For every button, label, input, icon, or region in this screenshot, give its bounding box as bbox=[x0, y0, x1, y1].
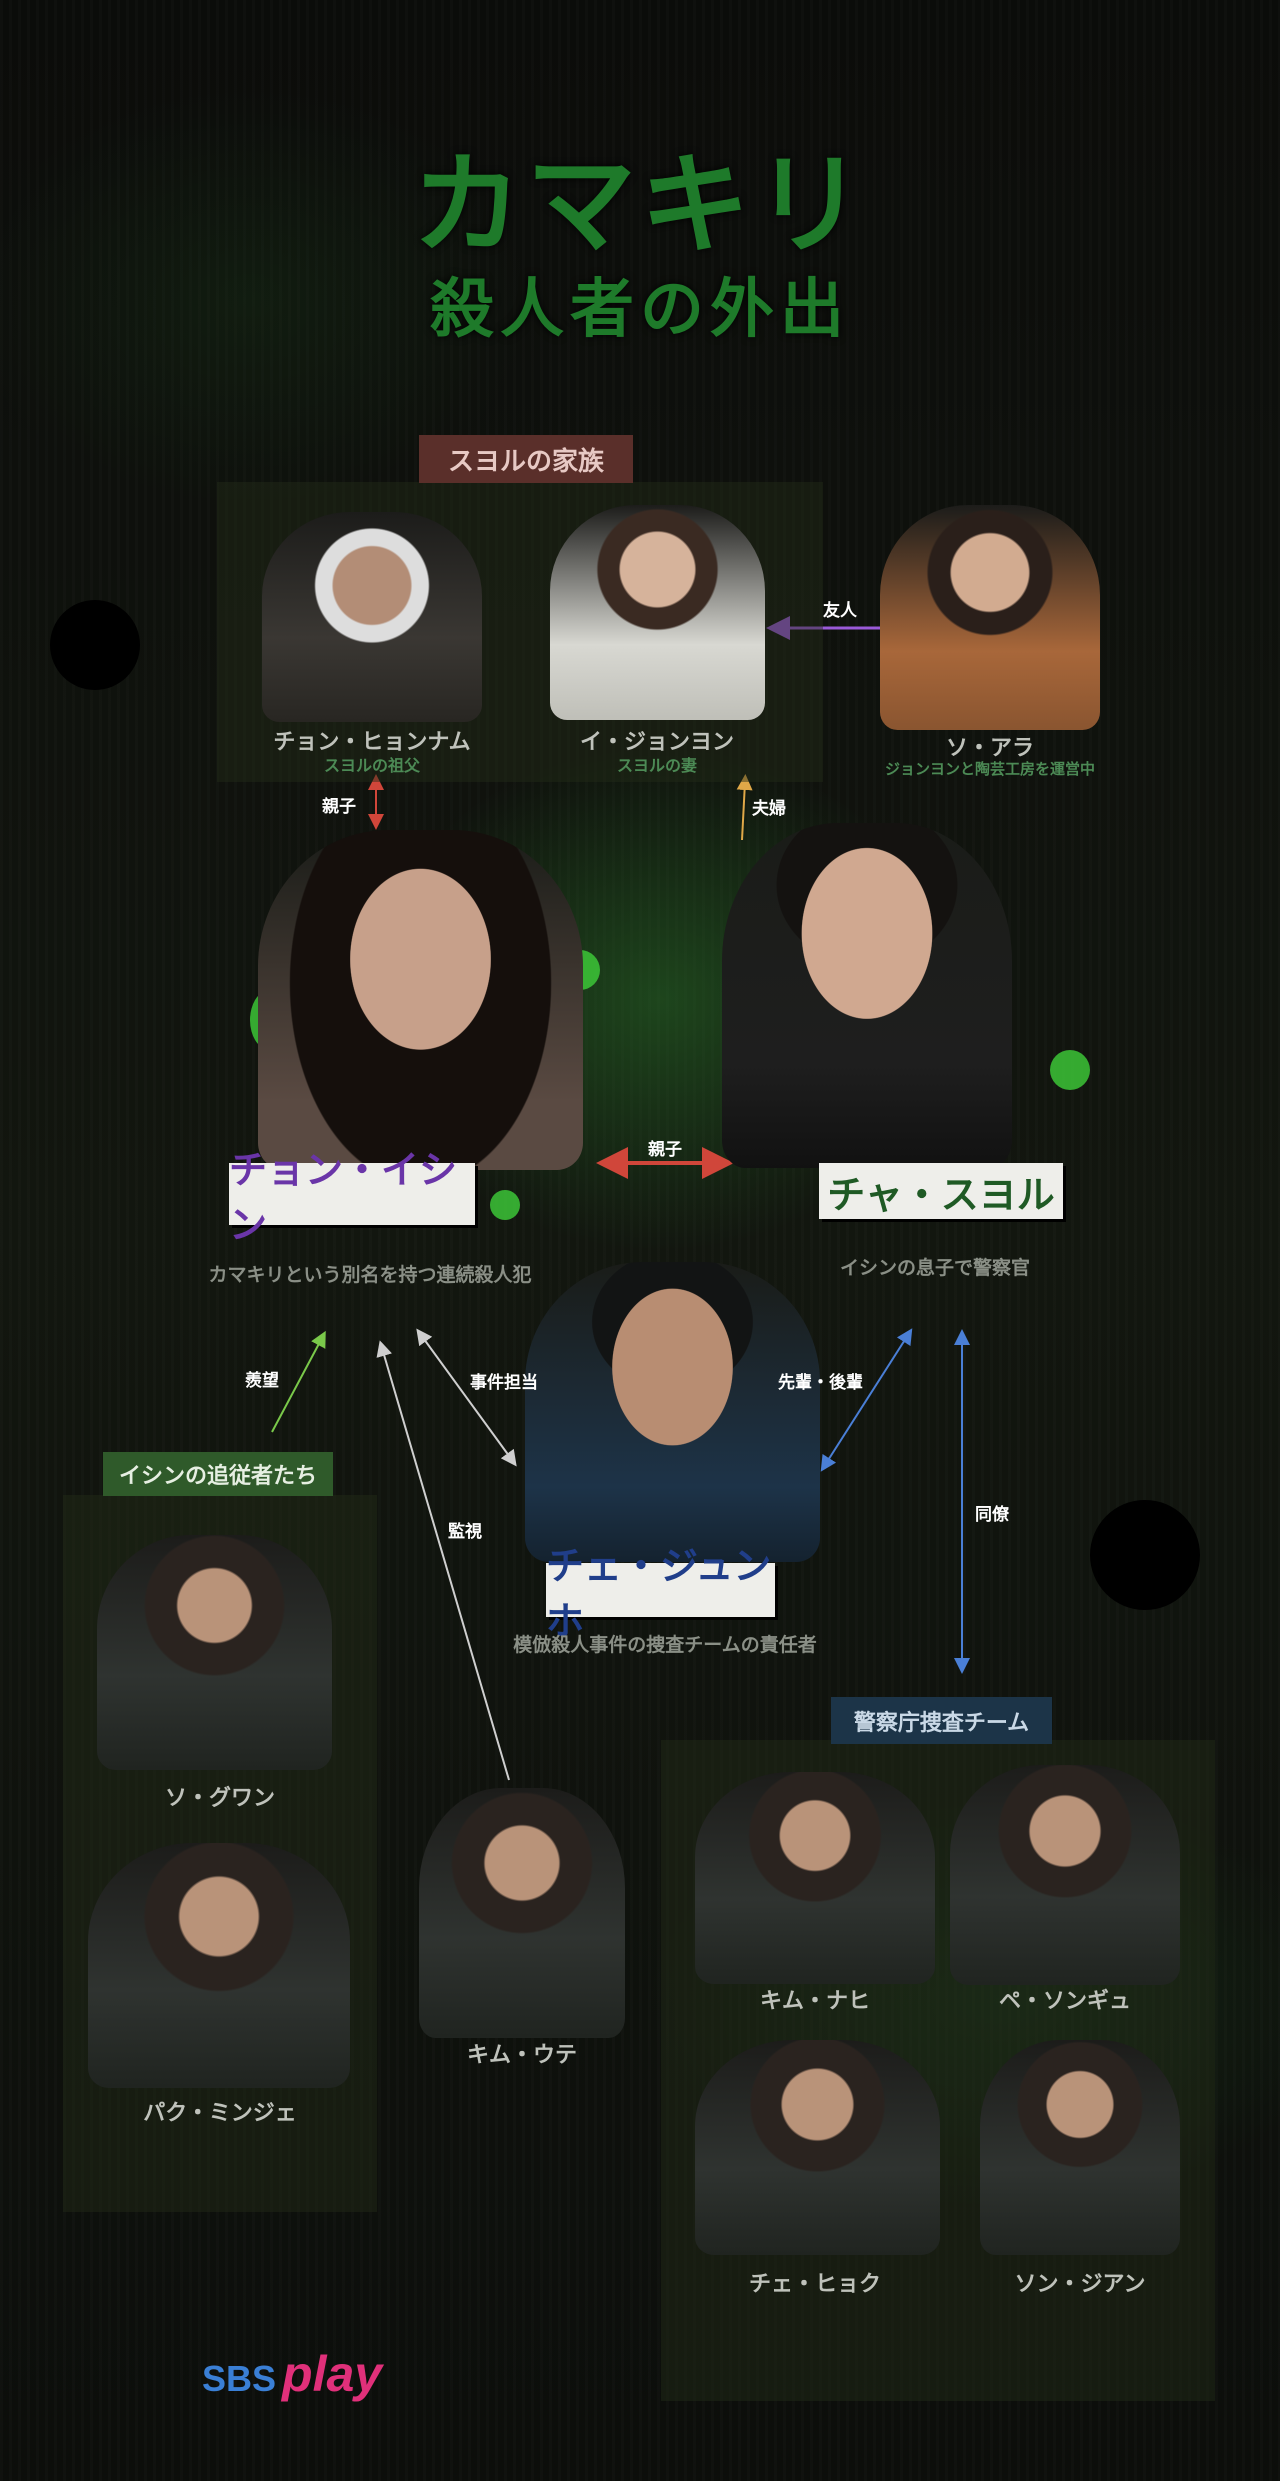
portrait-seo-guwon bbox=[97, 1535, 332, 1770]
name-jeong-isin: チョン・イシン bbox=[229, 1147, 458, 1247]
name-lee-jeongyeon: イ・ジョンヨン bbox=[579, 730, 734, 755]
label-friend: 友人 bbox=[823, 601, 857, 621]
name-choi-junho: チェ・ジュンホ bbox=[546, 1543, 772, 1643]
logo-play: play bbox=[282, 2346, 383, 2402]
name-seo-ara: ソ・アラ bbox=[945, 736, 1034, 761]
role-lee-jeongyeon: スヨルの妻 bbox=[616, 756, 697, 775]
portrait-cha-suyeol bbox=[722, 823, 1012, 1168]
desc-jeong-isin: カマキリという別名を持つ連続殺人犯 bbox=[208, 1264, 532, 1286]
arrow-surveil bbox=[376, 1340, 510, 1781]
nametag-cha-suyeol: チャ・スヨル bbox=[819, 1163, 1063, 1219]
label-parent-child-1: 親子 bbox=[322, 797, 356, 817]
portrait-pe-songyu bbox=[950, 1765, 1180, 1985]
title-main: カマキリ bbox=[412, 140, 868, 269]
splat-decoration bbox=[1050, 1050, 1090, 1090]
portrait-jeong-isin bbox=[258, 830, 583, 1170]
arrow-senior-junior bbox=[820, 1328, 913, 1472]
name-seo-guwon: ソ・グワン bbox=[164, 1786, 275, 1811]
family-group-tag: スヨルの家族 bbox=[419, 435, 633, 483]
portrait-lee-jeongyeon bbox=[550, 505, 765, 720]
name-kim-ute: キム・ウテ bbox=[466, 2043, 577, 2068]
role-jeong-hyeonnam: スヨルの祖父 bbox=[323, 756, 420, 775]
portrait-kim-ute bbox=[419, 1788, 625, 2038]
ink-blot bbox=[1090, 1500, 1200, 1610]
title-sub: 殺人者の外出 bbox=[430, 272, 850, 347]
ink-blot bbox=[50, 600, 140, 690]
portrait-choi-junho bbox=[525, 1262, 820, 1562]
portrait-jeong-hyeonnam bbox=[262, 512, 482, 722]
nametag-jeong-isin: チョン・イシン bbox=[229, 1147, 475, 1247]
nametag-choi-junho: チェ・ジュンホ bbox=[546, 1543, 775, 1643]
label-senior-junior: 先輩・後輩 bbox=[778, 1373, 863, 1393]
logo-sbs: SBS bbox=[202, 2358, 277, 2399]
role-seo-ara: ジョンヨンと陶芸工房を運営中 bbox=[884, 760, 1095, 778]
name-kim-nahi: キム・ナヒ bbox=[759, 1989, 870, 2014]
label-spouse: 夫婦 bbox=[752, 799, 786, 819]
name-pe-songyu: ペ・ソンギュ bbox=[998, 1989, 1131, 2014]
label-envy: 羨望 bbox=[245, 1371, 279, 1391]
followers-group-tag: イシンの追従者たち bbox=[103, 1452, 333, 1496]
portrait-son-jian bbox=[980, 2040, 1180, 2255]
desc-cha-suyeol: イシンの息子で警察官 bbox=[839, 1257, 1030, 1279]
arrow-spouse bbox=[736, 774, 753, 841]
sbs-play-logo: SBS play bbox=[202, 2345, 382, 2403]
label-parent-child-2: 親子 bbox=[648, 1140, 682, 1160]
desc-choi-junho: 模倣殺人事件の捜査チームの責任者 bbox=[513, 1634, 817, 1656]
police-group-tag: 警察庁捜査チーム bbox=[831, 1697, 1052, 1744]
portrait-park-minje bbox=[88, 1843, 350, 2088]
arrow-in-charge bbox=[416, 1328, 517, 1467]
portrait-choi-hyeok bbox=[695, 2040, 940, 2255]
name-park-minje: パク・ミンジェ bbox=[143, 2101, 297, 2126]
name-jeong-hyeonnam: チョン・ヒョンナム bbox=[273, 730, 471, 755]
portrait-kim-nahi bbox=[695, 1772, 935, 1984]
name-son-jian: ソン・ジアン bbox=[1014, 2272, 1146, 2297]
arrow-envy bbox=[271, 1330, 326, 1433]
label-in-charge: 事件担当 bbox=[470, 1373, 538, 1393]
portrait-seo-ara bbox=[880, 505, 1100, 730]
splat-decoration bbox=[490, 1190, 520, 1220]
name-choi-hyeok: チェ・ヒョク bbox=[748, 2272, 881, 2297]
label-colleague: 同僚 bbox=[975, 1505, 1009, 1525]
name-cha-suyeol: チャ・スヨル bbox=[827, 1171, 1055, 1217]
label-surveil: 監視 bbox=[448, 1522, 482, 1542]
